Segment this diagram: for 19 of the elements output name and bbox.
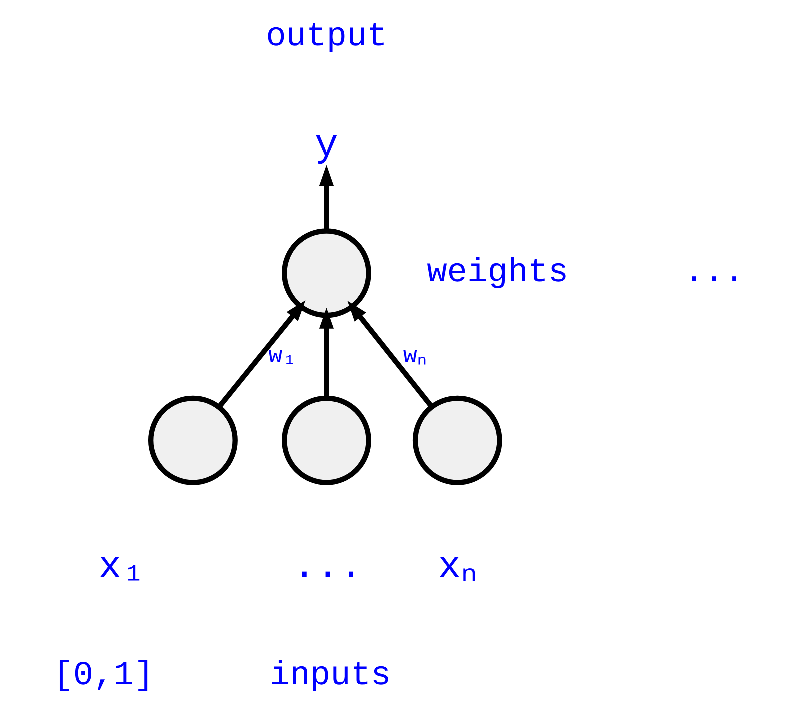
node-text: y — [314, 124, 338, 168]
node-label: x₁ — [98, 545, 145, 590]
node-label: ... — [292, 545, 363, 590]
label: [0,1] — [52, 658, 154, 696]
node-circle — [282, 228, 371, 318]
node-circle — [282, 396, 371, 486]
edge-label: wₙ — [402, 344, 426, 371]
arrow — [318, 308, 334, 398]
arrow — [216, 300, 306, 409]
edge-label: w₁ — [268, 344, 296, 371]
label: ... — [684, 254, 744, 293]
arrow — [347, 301, 434, 408]
node-circle — [148, 396, 238, 486]
label: weights — [426, 254, 568, 293]
label: output — [266, 18, 387, 57]
arrow — [318, 165, 334, 231]
label: inputs — [269, 658, 391, 696]
node-circle — [412, 396, 502, 486]
node-label: xₙ — [437, 545, 477, 590]
